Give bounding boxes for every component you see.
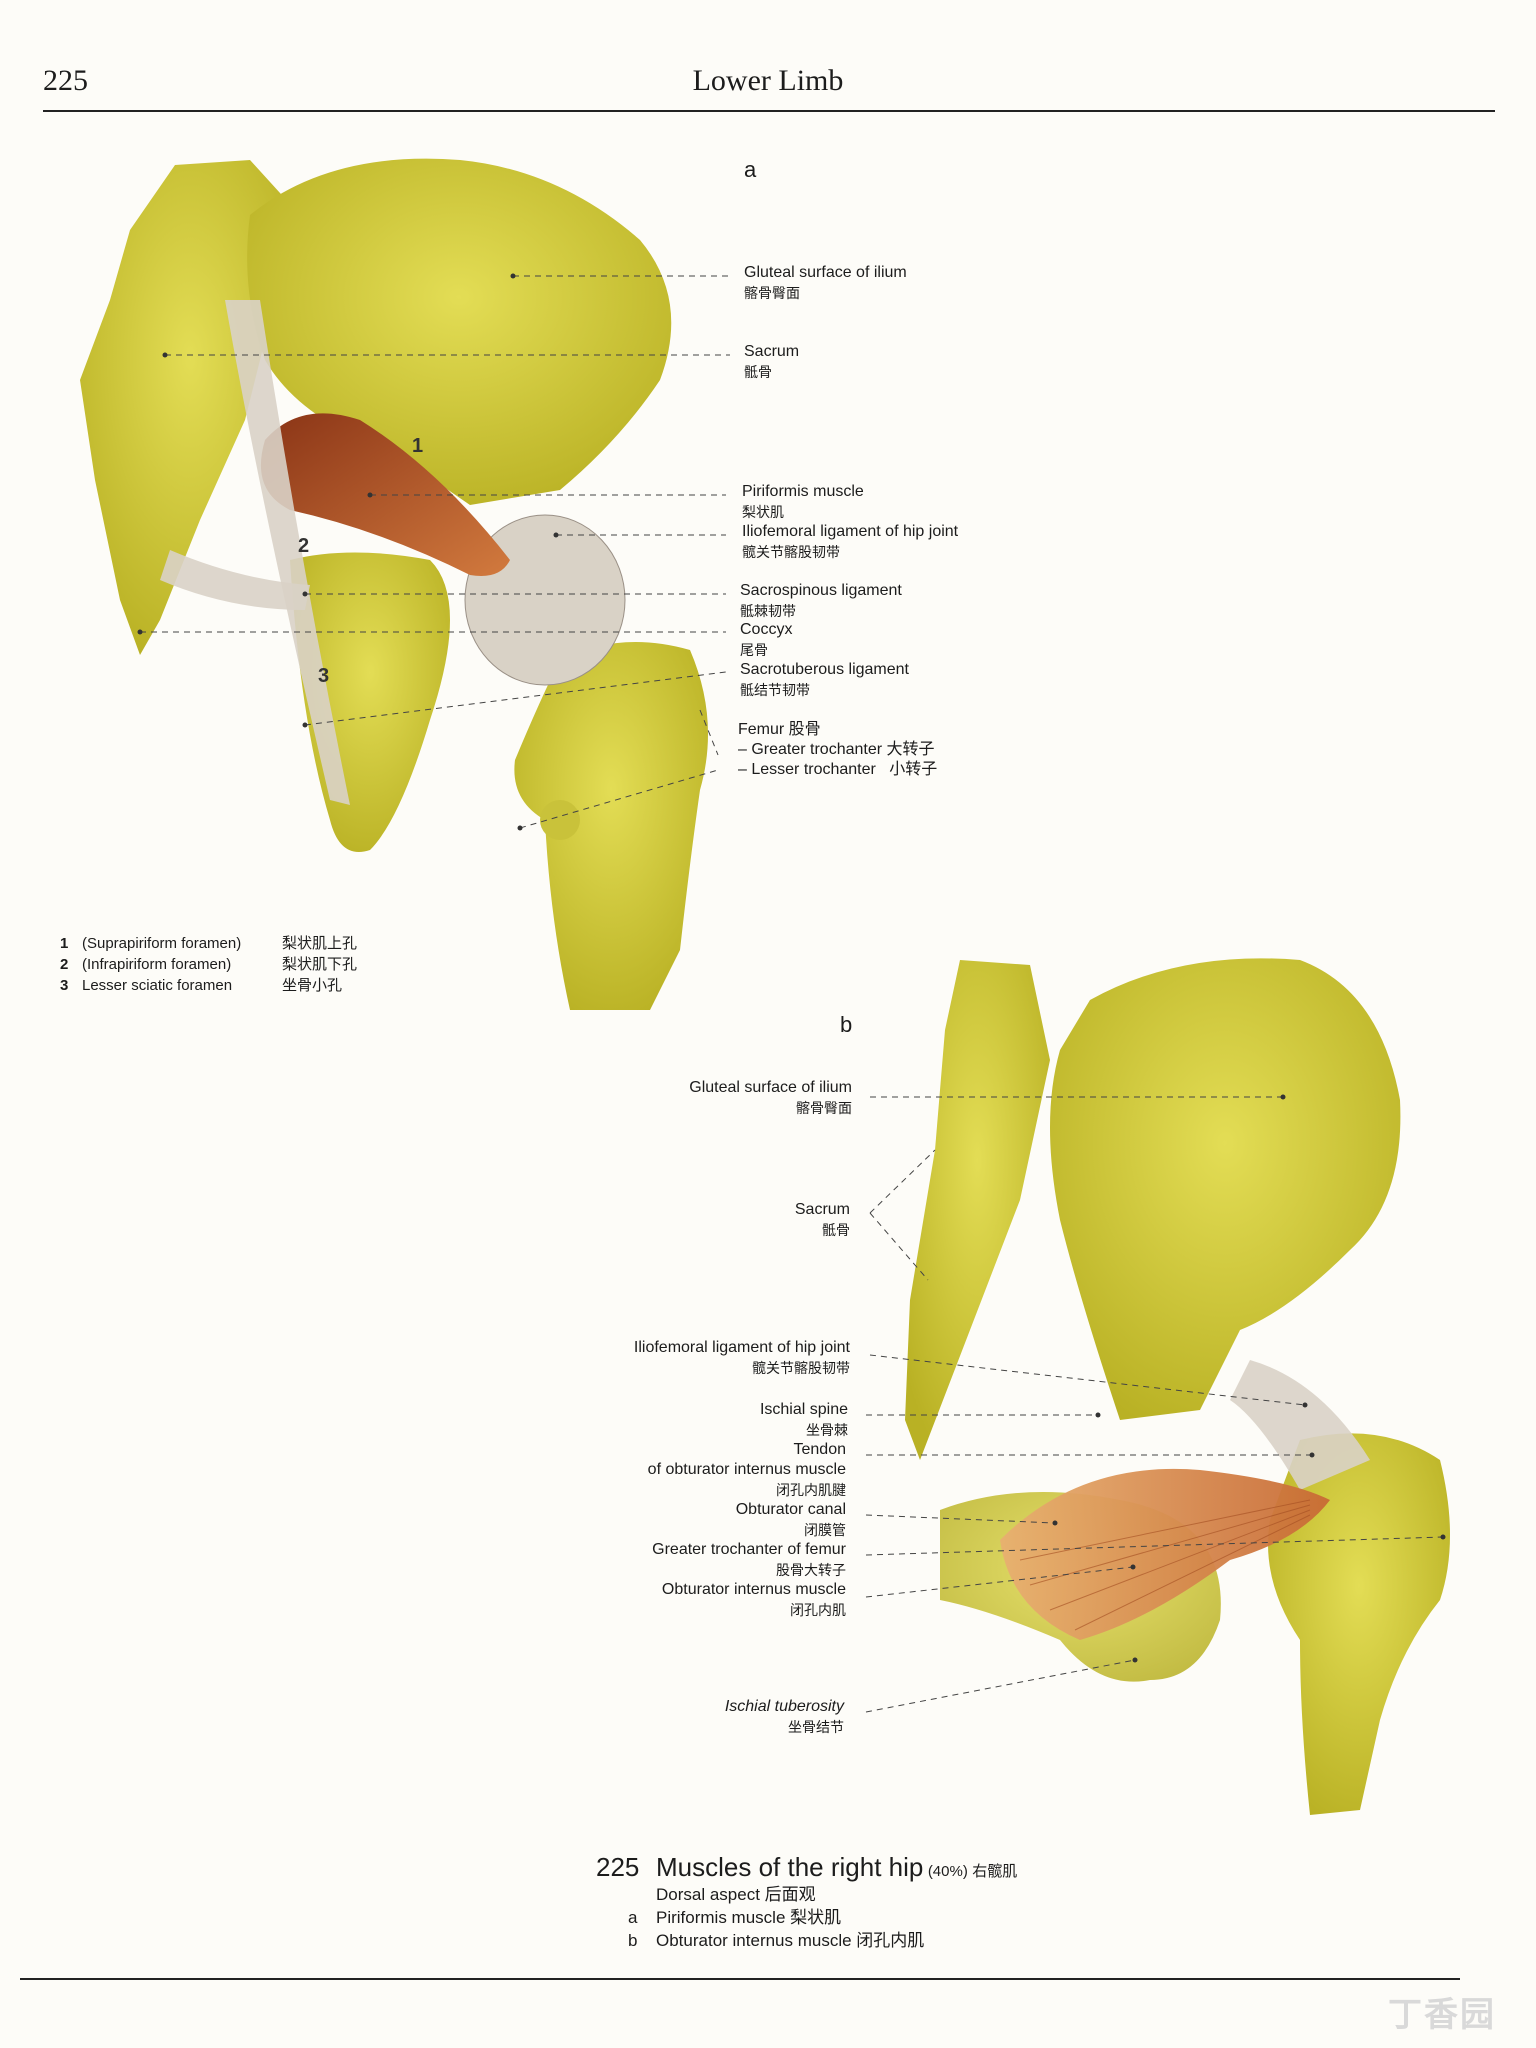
- foramen-number-1: 1: [412, 435, 423, 457]
- caption-number: 225: [596, 1852, 640, 1882]
- caption-title: Muscles of the right hip: [656, 1852, 924, 1882]
- caption-title-zh: 右髋肌: [972, 1863, 1018, 1880]
- figure-caption: 225 Muscles of the right hip (40%) 右髋肌 Do…: [596, 1852, 1017, 1952]
- caption-aspect: Dorsal aspect 后面观: [656, 1885, 816, 1904]
- caption-scale: (40%): [927, 1863, 968, 1880]
- figure-a-letter: a: [744, 157, 757, 182]
- legend-row: 1(Suprapiriform foramen)梨状肌上孔: [60, 935, 358, 952]
- figure-b-letter: b: [840, 1012, 853, 1037]
- sacrum-a: [80, 160, 300, 655]
- label-b-tendon: Tendon: [793, 1441, 847, 1458]
- figure-b-drawing: [865, 958, 1450, 1815]
- label-a-femur: Femur 股骨: [738, 721, 821, 738]
- header-rule: [43, 110, 1495, 112]
- label-a-greater-trochanter: – Greater trochanter 大转子: [738, 741, 935, 758]
- femur-b: [1268, 1433, 1450, 1815]
- foramen-legend: 1(Suprapiriform foramen)梨状肌上孔 2(Infrapir…: [60, 933, 357, 996]
- legend-row: 2(Infrapiriform foramen)梨状肌下孔: [60, 956, 358, 973]
- femur-a: [514, 642, 708, 1010]
- sacrum-b: [905, 960, 1050, 1460]
- iliofemoral-ligament-b: [1230, 1360, 1370, 1490]
- foramen-number-3: 3: [318, 665, 329, 687]
- sacrospinous-ligament-a: [160, 550, 310, 610]
- page-number: 225: [43, 64, 88, 97]
- caption-title-line: 225 Muscles of the right hip (40%) 右髋肌: [596, 1852, 1017, 1883]
- foramen-number-2: 2: [298, 535, 309, 557]
- figure-a-drawing: 1 2 3: [80, 158, 730, 1010]
- label-a-lesser-trochanter: – Lesser trochanter 小转子: [738, 761, 938, 778]
- running-head: Lower Limb: [692, 64, 844, 97]
- ilium-b: [1050, 958, 1401, 1420]
- footer-rule: [20, 1978, 1460, 1980]
- watermark-logo: 丁香园: [1388, 1996, 1496, 2034]
- sacrotuberous-ligament-a: [225, 300, 350, 805]
